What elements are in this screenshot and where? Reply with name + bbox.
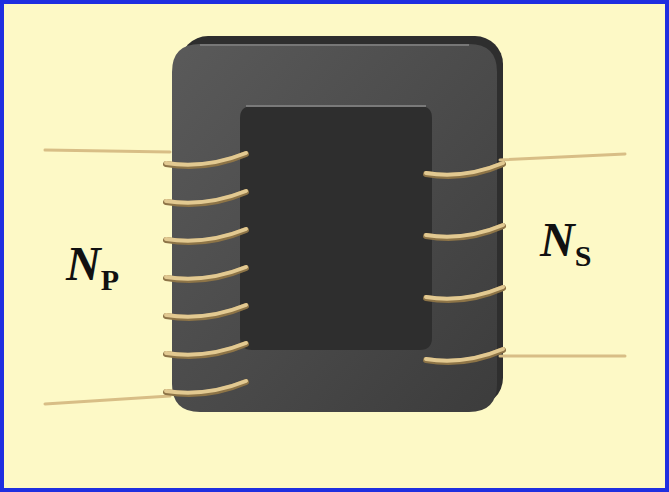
symbol-letter: N	[540, 213, 575, 266]
subscript-letter: S	[575, 239, 592, 272]
coil-turn	[166, 267, 246, 279]
coil-turn	[426, 225, 503, 237]
subscript-letter: P	[101, 263, 119, 296]
coil-turn-shadow	[426, 164, 503, 176]
coil-turn	[426, 287, 503, 299]
coil-windings	[166, 153, 503, 394]
coil-turn	[166, 229, 246, 241]
coil-turn	[166, 305, 246, 317]
coil-turn-shadow	[166, 230, 246, 242]
coil-turn-shadow	[426, 226, 503, 238]
coil-turn-shadow	[166, 306, 246, 318]
iron-core	[172, 44, 497, 412]
lead-wires	[45, 150, 625, 404]
secondary-turns-label: NS	[540, 212, 591, 267]
primary-turns-label: NP	[66, 236, 119, 291]
coil-turn-shadow	[166, 268, 246, 280]
coil-turn	[426, 163, 503, 175]
coil-turn	[166, 191, 246, 203]
core-edge	[246, 105, 426, 107]
coil-turn-shadow	[166, 154, 246, 166]
coil-turn-shadow	[426, 350, 503, 362]
coil-turn	[166, 381, 246, 393]
coil-turn-shadow	[426, 288, 503, 300]
coil-turn	[166, 343, 246, 355]
coil-turn	[166, 153, 246, 165]
coil-turn	[426, 349, 503, 361]
symbol-letter: N	[66, 237, 101, 290]
coil-turn-shadow	[166, 192, 246, 204]
coil-turn-shadow	[166, 382, 246, 394]
core-edge	[200, 44, 469, 46]
coil-turn-shadow	[166, 344, 246, 356]
